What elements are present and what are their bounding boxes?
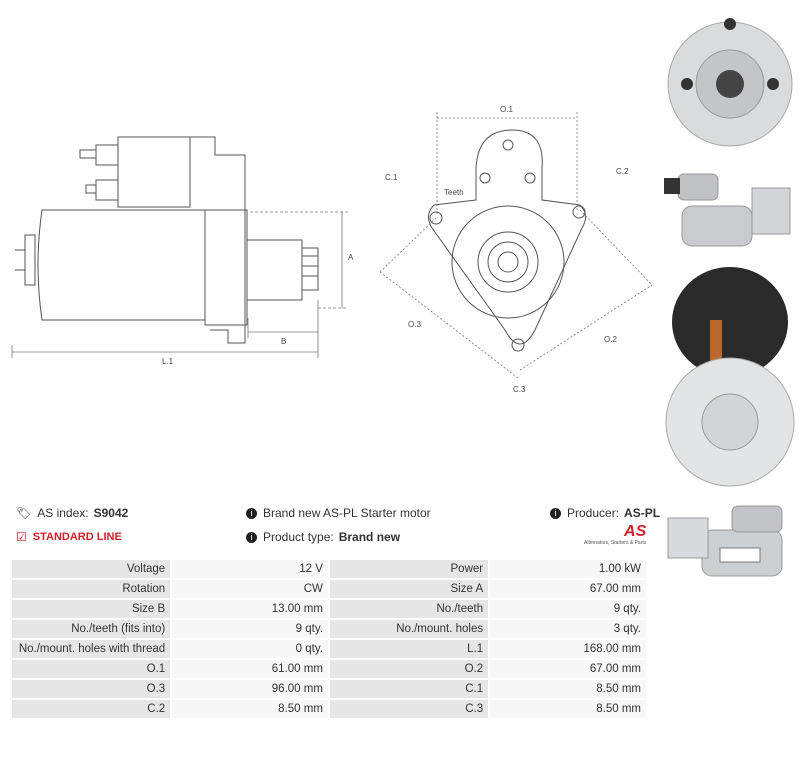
as-index-row: 🏷 AS index: S9042 bbox=[16, 506, 128, 520]
tag-icon: 🏷 bbox=[16, 506, 32, 520]
front-view-drawing bbox=[379, 112, 653, 379]
spec-value: 12 V bbox=[172, 560, 328, 578]
product-photo-side[interactable] bbox=[662, 168, 798, 258]
info-icon: i bbox=[246, 507, 257, 519]
product-type-label: Product type: bbox=[263, 530, 334, 544]
spec-row: No./teeth (fits into)9 qty.No./mount. ho… bbox=[12, 620, 646, 638]
spec-key: Size A bbox=[329, 580, 489, 598]
info-icon: i bbox=[550, 507, 561, 519]
spec-value: 8.50 mm bbox=[490, 700, 646, 718]
spec-key: Power bbox=[329, 560, 489, 578]
dim-label-c1: C.1 bbox=[385, 173, 398, 182]
standard-line-label: STANDARD LINE bbox=[32, 531, 122, 543]
product-photo-rear[interactable] bbox=[662, 262, 798, 492]
product-type-value: Brand new bbox=[338, 530, 401, 544]
spec-value: 13.00 mm bbox=[172, 600, 328, 618]
spec-key: O.2 bbox=[329, 660, 489, 678]
spec-value: 8.50 mm bbox=[172, 700, 328, 718]
spec-value: CW bbox=[172, 580, 328, 598]
spec-key: No./teeth (fits into) bbox=[12, 620, 171, 638]
spec-key: Voltage bbox=[12, 560, 171, 578]
as-index-label: AS index: bbox=[37, 506, 89, 520]
as-pl-logo: AS Alternators, Starters & Parts bbox=[584, 523, 647, 547]
spec-value: 67.00 mm bbox=[490, 660, 646, 678]
spec-key: O.3 bbox=[12, 680, 171, 698]
dim-label-o3: O.3 bbox=[408, 320, 421, 329]
spec-key: No./teeth bbox=[329, 600, 489, 618]
dim-label-l1: L.1 bbox=[162, 357, 174, 366]
dim-label-b: B bbox=[281, 337, 286, 346]
dim-label-o1: O.1 bbox=[500, 105, 513, 114]
technical-drawing: L.1 B A O.1 O. bbox=[11, 105, 653, 394]
product-photo-label-side[interactable] bbox=[662, 500, 798, 590]
dim-label-a: A bbox=[348, 253, 354, 262]
spec-value: 0 qty. bbox=[172, 640, 328, 658]
spec-key: C.3 bbox=[329, 700, 489, 718]
producer-value: AS-PL bbox=[624, 506, 661, 520]
spec-value: 8.50 mm bbox=[490, 680, 646, 698]
spec-value: 3 qty. bbox=[490, 620, 646, 638]
spec-key: No./mount. holes bbox=[329, 620, 489, 638]
spec-value: 168.00 mm bbox=[490, 640, 646, 658]
producer-label: Producer: bbox=[567, 506, 620, 520]
dim-label-c3: C.3 bbox=[513, 385, 526, 394]
spec-key: C.2 bbox=[12, 700, 171, 718]
spec-key: Rotation bbox=[12, 580, 171, 598]
spec-key: C.1 bbox=[329, 680, 489, 698]
spec-value: 9 qty. bbox=[490, 600, 646, 618]
spec-key: L.1 bbox=[329, 640, 489, 658]
check-icon: ☑ bbox=[16, 530, 27, 544]
logo-tagline: Alternators, Starters & Parts bbox=[584, 540, 647, 546]
spec-value: 96.00 mm bbox=[172, 680, 328, 698]
brand-text: Brand new AS-PL Starter motor bbox=[263, 506, 431, 520]
standard-line-row: ☑ STANDARD LINE bbox=[16, 530, 122, 544]
producer-row: i Producer: AS-PL bbox=[550, 506, 660, 520]
spec-value: 1.00 kW bbox=[490, 560, 646, 578]
product-photo-front[interactable] bbox=[662, 4, 798, 164]
product-type-row: i Product type: Brand new bbox=[246, 530, 400, 544]
side-view-drawing bbox=[11, 136, 348, 358]
info-icon: i bbox=[246, 531, 257, 543]
spec-key: No./mount. holes with thread bbox=[12, 640, 171, 658]
dim-label-teeth: Teeth bbox=[444, 188, 464, 197]
spec-value: 67.00 mm bbox=[490, 580, 646, 598]
spec-value: 61.00 mm bbox=[172, 660, 328, 678]
spec-value: 9 qty. bbox=[172, 620, 328, 638]
dim-label-o2: O.2 bbox=[604, 335, 617, 344]
logo-text: AS bbox=[624, 523, 647, 540]
product-photo-strip bbox=[660, 0, 800, 766]
spec-key: Size B bbox=[12, 600, 171, 618]
as-index-value: S9042 bbox=[93, 506, 129, 520]
spec-key: O.1 bbox=[12, 660, 171, 678]
dim-label-c2: C.2 bbox=[616, 167, 629, 176]
brand-row: i Brand new AS-PL Starter motor bbox=[246, 506, 431, 520]
